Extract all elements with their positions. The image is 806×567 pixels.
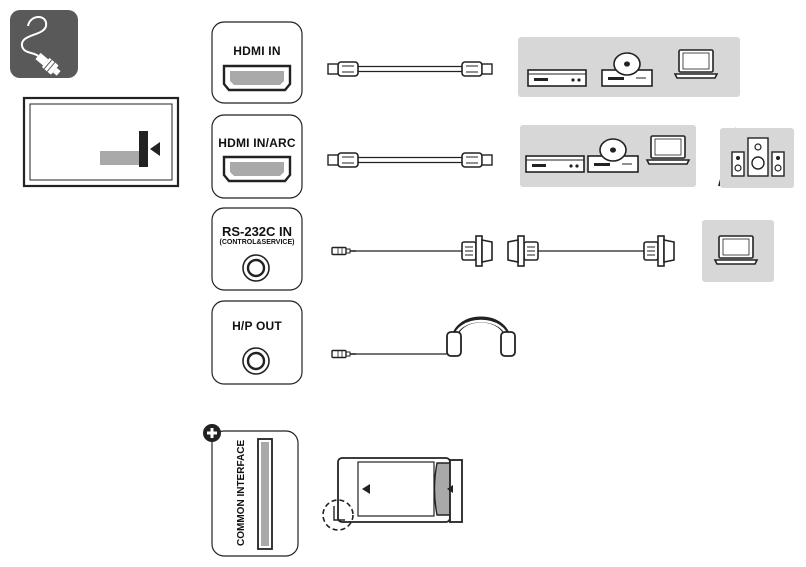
hdmi-in-arc-label: HDMI IN/ARC bbox=[218, 136, 296, 150]
headphones-icon bbox=[446, 316, 516, 357]
highlight-circle bbox=[322, 499, 354, 531]
hp-out-label: H/P OUT bbox=[232, 319, 282, 333]
plus-icon bbox=[203, 424, 221, 442]
set-top-box-icon bbox=[525, 155, 585, 173]
hdmi-in-row bbox=[211, 21, 740, 104]
rs232c-cable bbox=[331, 235, 675, 267]
laptop-icon bbox=[646, 135, 690, 165]
rs232c-row bbox=[211, 207, 774, 291]
rs232c-sublabel: (CONTROL&SERVICE) bbox=[219, 239, 295, 246]
common-interface-label: COMMON INTERFACE bbox=[236, 439, 247, 546]
common-interface-port-box bbox=[211, 430, 299, 557]
headphone-cable bbox=[331, 347, 453, 359]
speaker-system-icon bbox=[720, 128, 794, 188]
tv-back-icon bbox=[22, 96, 180, 188]
hp-out-row bbox=[211, 300, 516, 385]
ci-module-icon bbox=[322, 457, 463, 531]
hp-out-port-box bbox=[211, 300, 303, 385]
set-top-box-icon bbox=[527, 69, 587, 87]
laptop-icon bbox=[674, 49, 718, 79]
rs232c-label: RS-232C IN bbox=[221, 224, 293, 239]
laptop-icon bbox=[714, 235, 758, 265]
rs232c-port-box bbox=[211, 207, 303, 291]
connection-cable-icon bbox=[10, 10, 78, 78]
hdmi-cable bbox=[327, 61, 493, 77]
hdmi-arc-cable bbox=[327, 152, 493, 168]
common-interface-row bbox=[203, 424, 463, 557]
hdmi-in-label: HDMI IN bbox=[233, 44, 281, 58]
hdmi-in-arc-row bbox=[211, 114, 794, 199]
